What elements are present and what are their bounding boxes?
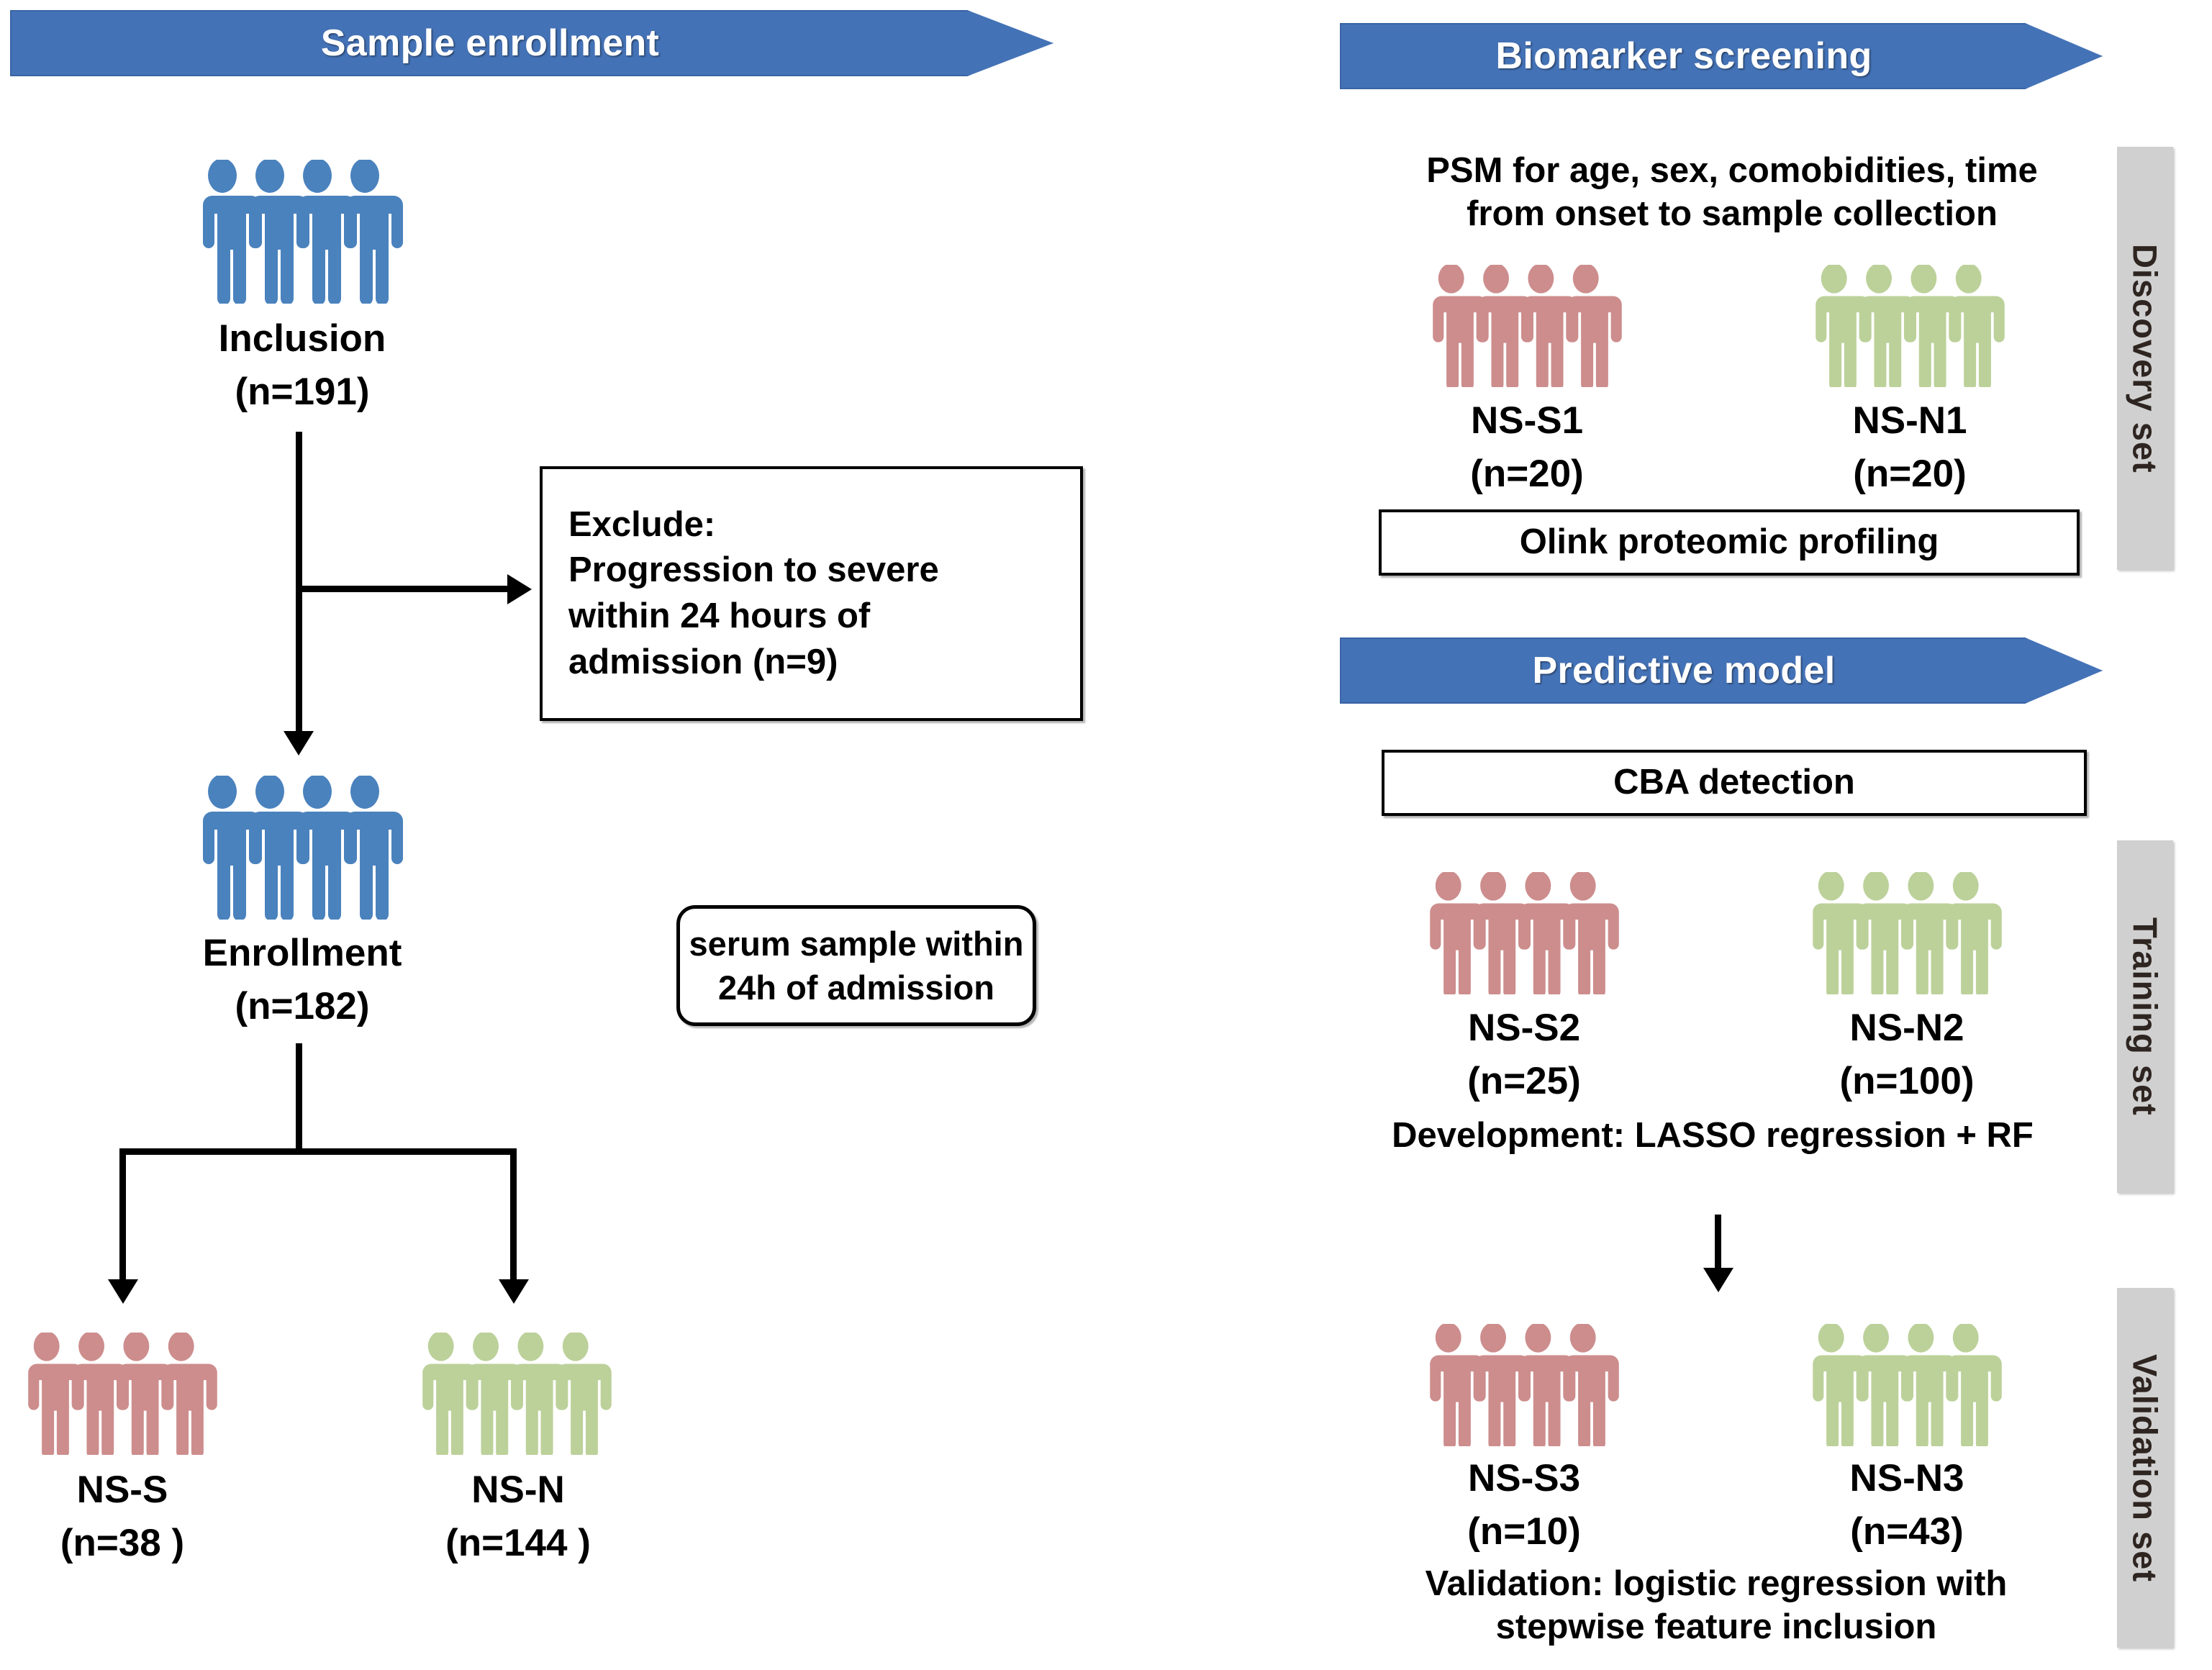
connector-enrollment-trunk	[296, 1043, 302, 1154]
ns-s1-label: NS-S1	[1470, 399, 1584, 442]
enrollment-count: (n=182)	[235, 985, 370, 1027]
exclude-box-text: Exclude: Progression to severe within 24…	[568, 504, 939, 681]
exclude-box: Exclude: Progression to severe within 24…	[540, 466, 1083, 721]
cba-detection-text: CBA detection	[1613, 763, 1855, 802]
validation-set-tab: Validation set	[2117, 1288, 2173, 1648]
ns-n1-people-icon	[1808, 265, 2013, 387]
ns-s3-label: NS-S3	[1467, 1457, 1581, 1499]
discovery-set-tab: Discovery set	[2117, 147, 2173, 570]
enrollment-label: Enrollment	[202, 932, 402, 974]
ns-n3-count: (n=43)	[1850, 1510, 1964, 1553]
serum-sample-note-box: serum sample within 24h of admission	[676, 905, 1036, 1026]
discovery-set-tab-label: Discovery set	[2126, 243, 2165, 473]
psm-note: PSM for age, sex, comobidities, time fro…	[1426, 151, 2038, 233]
ns-n-count: (n=144 )	[445, 1522, 591, 1564]
connector-inclusion-to-exclude	[296, 586, 512, 592]
ns-s2-count: (n=25)	[1467, 1060, 1581, 1102]
validation-method-note: Validation: logistic regression with ste…	[1425, 1564, 2008, 1646]
ns-s3-count: (n=10)	[1467, 1510, 1581, 1553]
ns-s2-label: NS-S2	[1467, 1007, 1581, 1049]
ns-n3-people-icon	[1805, 1324, 2010, 1446]
serum-sample-note-text: serum sample within 24h of admission	[689, 924, 1024, 1007]
banner-predictive-model: Predictive model	[1340, 637, 2103, 704]
training-set-tab-label: Training set	[2126, 917, 2165, 1116]
ns-n2-label: NS-N2	[1849, 1007, 1964, 1049]
ns-s-people-icon	[20, 1333, 225, 1455]
ns-s-label: NS-S	[76, 1469, 168, 1511]
connector-branch-right	[510, 1148, 517, 1285]
banner-predictive-model-label: Predictive model	[1532, 650, 1836, 691]
ns-n1-label: NS-N1	[1852, 399, 1967, 442]
banner-biomarker-screening: Biomarker screening	[1340, 23, 2103, 89]
ns-s1-count: (n=20)	[1470, 453, 1584, 495]
ns-n-label: NS-N	[471, 1469, 565, 1511]
arrow-to-ns-n	[499, 1279, 529, 1304]
enrollment-people-icon	[199, 776, 407, 920]
ns-s2-people-icon	[1422, 872, 1627, 994]
banner-biomarker-screening-label: Biomarker screening	[1495, 35, 1872, 77]
ns-s3-people-icon	[1422, 1324, 1627, 1446]
arrow-inclusion-to-enrollment	[284, 731, 314, 755]
ns-n-people-icon	[414, 1333, 620, 1455]
cba-detection-box: CBA detection	[1382, 750, 2087, 816]
olink-profiling-box: Olink proteomic profiling	[1379, 509, 2080, 576]
training-set-tab: Training set	[2117, 840, 2173, 1193]
ns-s-count: (n=38 )	[60, 1522, 185, 1564]
connector-enrollment-split	[119, 1148, 517, 1155]
arrow-to-ns-s	[108, 1279, 138, 1304]
ns-n3-label: NS-N3	[1849, 1457, 1964, 1499]
arrow-training-to-validation	[1703, 1268, 1733, 1292]
ns-n1-count: (n=20)	[1853, 453, 1967, 495]
training-development-note: Development: LASSO regression + RF	[1392, 1116, 2034, 1155]
banner-sample-enrollment-label: Sample enrollment	[320, 22, 660, 64]
ns-n2-people-icon	[1805, 872, 2010, 994]
arrow-to-exclude-box	[507, 574, 532, 604]
banner-sample-enrollment: Sample enrollment	[10, 10, 1053, 76]
olink-profiling-text: Olink proteomic profiling	[1519, 522, 1939, 562]
validation-set-tab-label: Validation set	[2126, 1353, 2165, 1582]
ns-s1-people-icon	[1425, 265, 1630, 387]
connector-branch-left	[119, 1148, 126, 1285]
inclusion-people-icon	[199, 160, 407, 304]
inclusion-count: (n=191)	[235, 371, 370, 413]
ns-n2-count: (n=100)	[1839, 1060, 1975, 1102]
connector-training-to-validation	[1715, 1215, 1721, 1276]
inclusion-label: Inclusion	[218, 317, 386, 360]
